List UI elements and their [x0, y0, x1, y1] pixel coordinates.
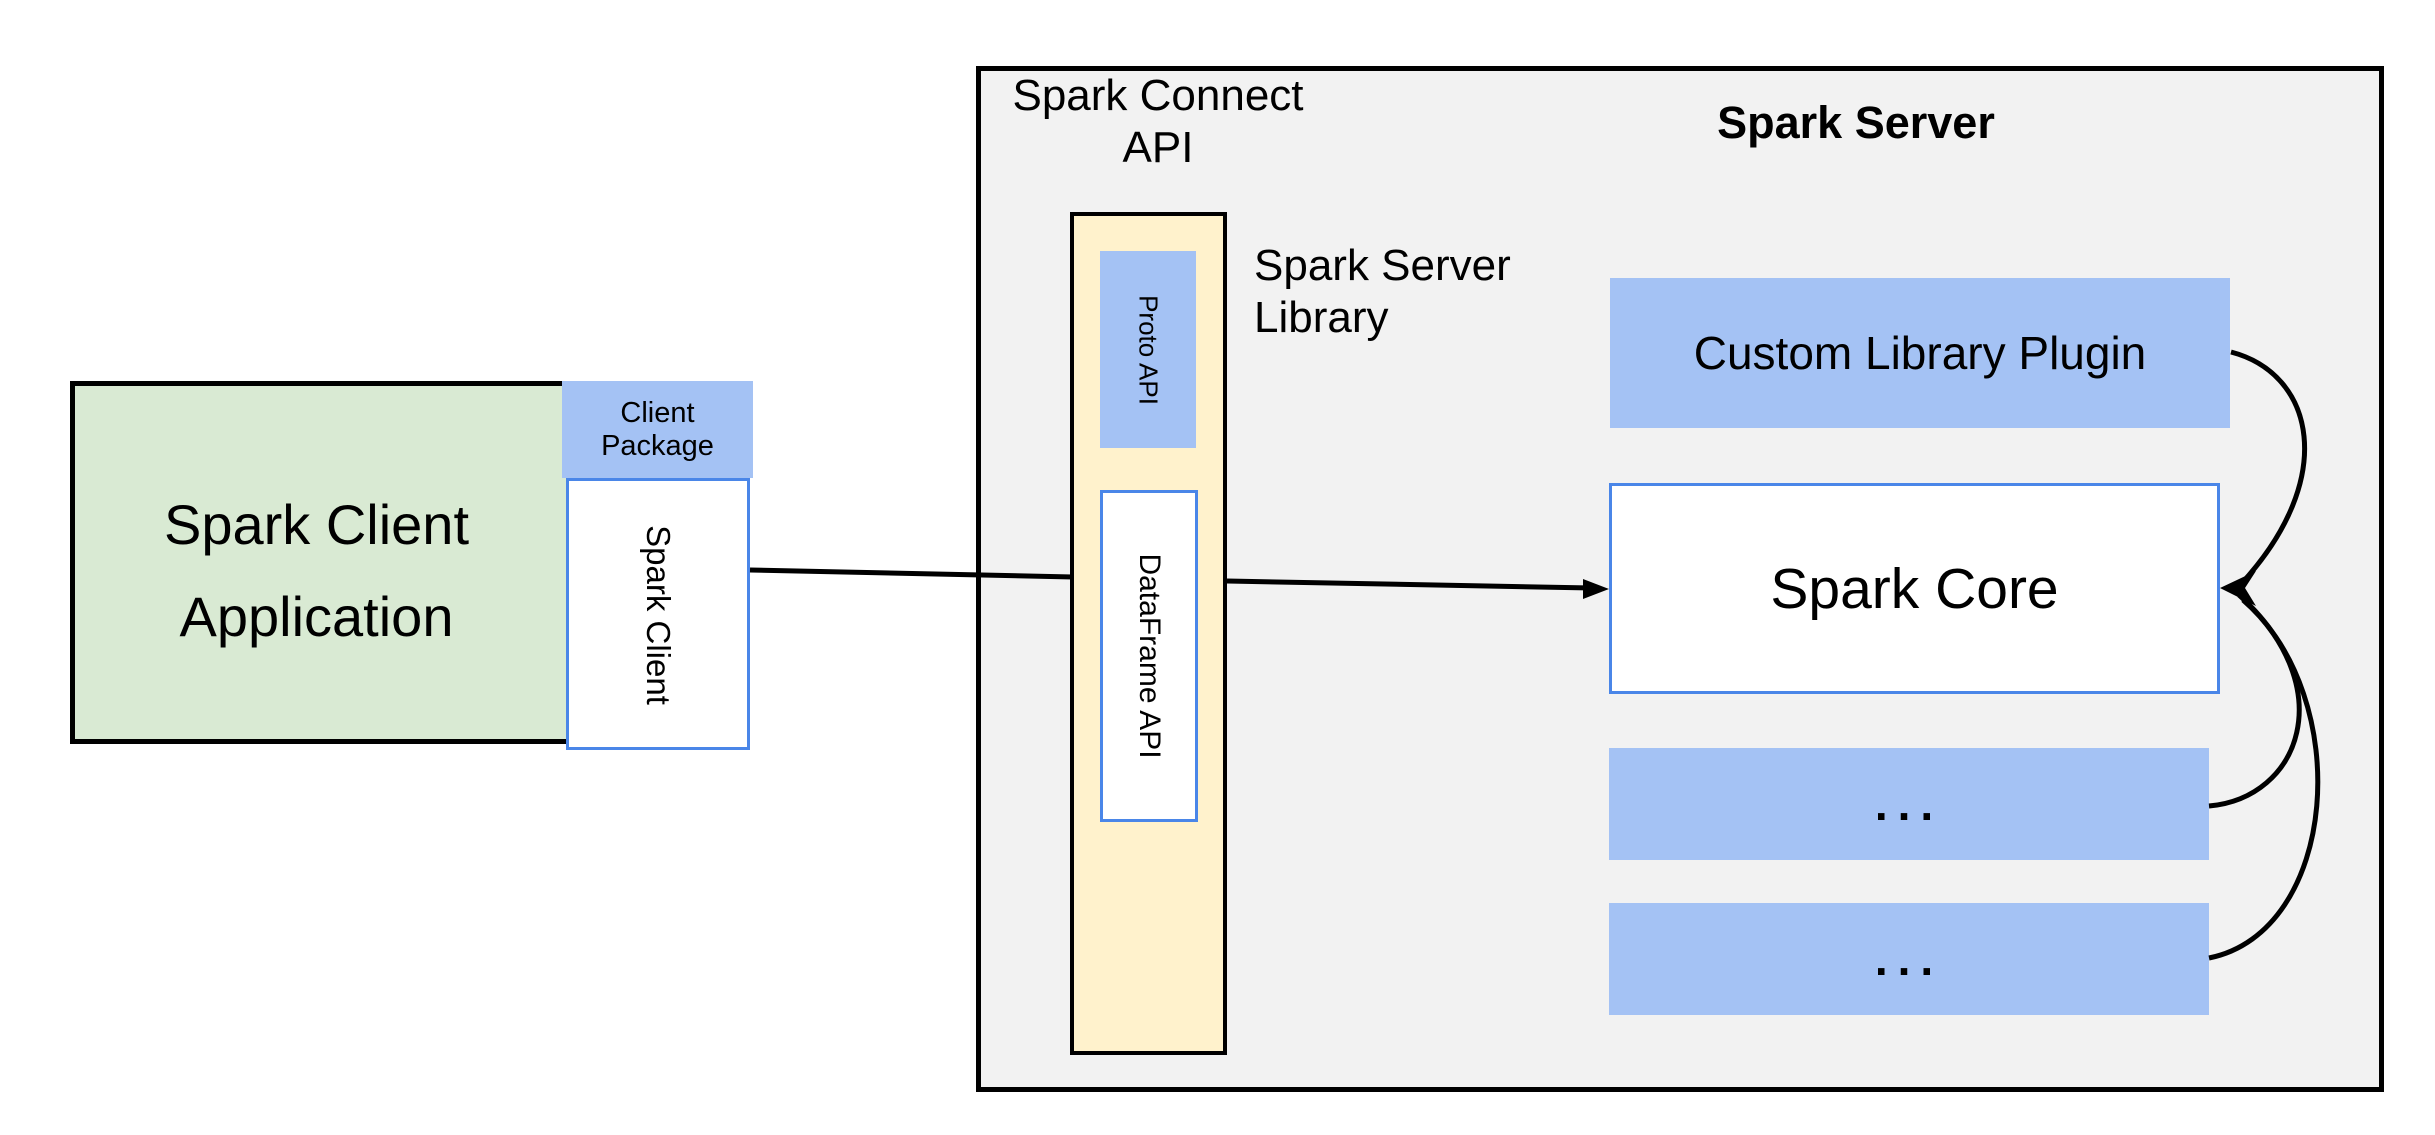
spark-server-library-label: Spark Server Library: [1254, 241, 1511, 342]
custom-library-plugin-label: Custom Library Plugin: [1693, 327, 2147, 379]
plugin-slot-1-label: ...: [1874, 778, 1944, 830]
spark-core-label: Spark Core: [1770, 556, 2059, 621]
plugin-slot-2-label: ...: [1874, 933, 1944, 985]
proto-api-box: [1100, 251, 1196, 448]
spark-client-box: [566, 478, 750, 750]
spark-connect-api-heading: Spark Connect API: [1012, 71, 1304, 172]
plugin-slot-2-box: ...: [1609, 903, 2209, 1015]
client-package-box: Client Package: [562, 381, 753, 478]
dataframe-api-box: [1100, 490, 1198, 822]
spark-core-box: Spark Core: [1609, 483, 2220, 694]
spark-server-heading: Spark Server: [1717, 97, 1995, 148]
spark-client-application-label: Spark Client Application: [163, 492, 470, 648]
dataframe-api-label: DataFrame API: [1133, 553, 1166, 759]
client-package-label: Client Package: [601, 396, 714, 462]
spark-client-label: Spark Client: [640, 525, 677, 705]
proto-api-label: Proto API: [1133, 295, 1164, 405]
custom-library-plugin-box: Custom Library Plugin: [1610, 278, 2230, 428]
spark-client-application-box: [70, 381, 595, 744]
plugin-slot-1-box: ...: [1609, 748, 2209, 860]
